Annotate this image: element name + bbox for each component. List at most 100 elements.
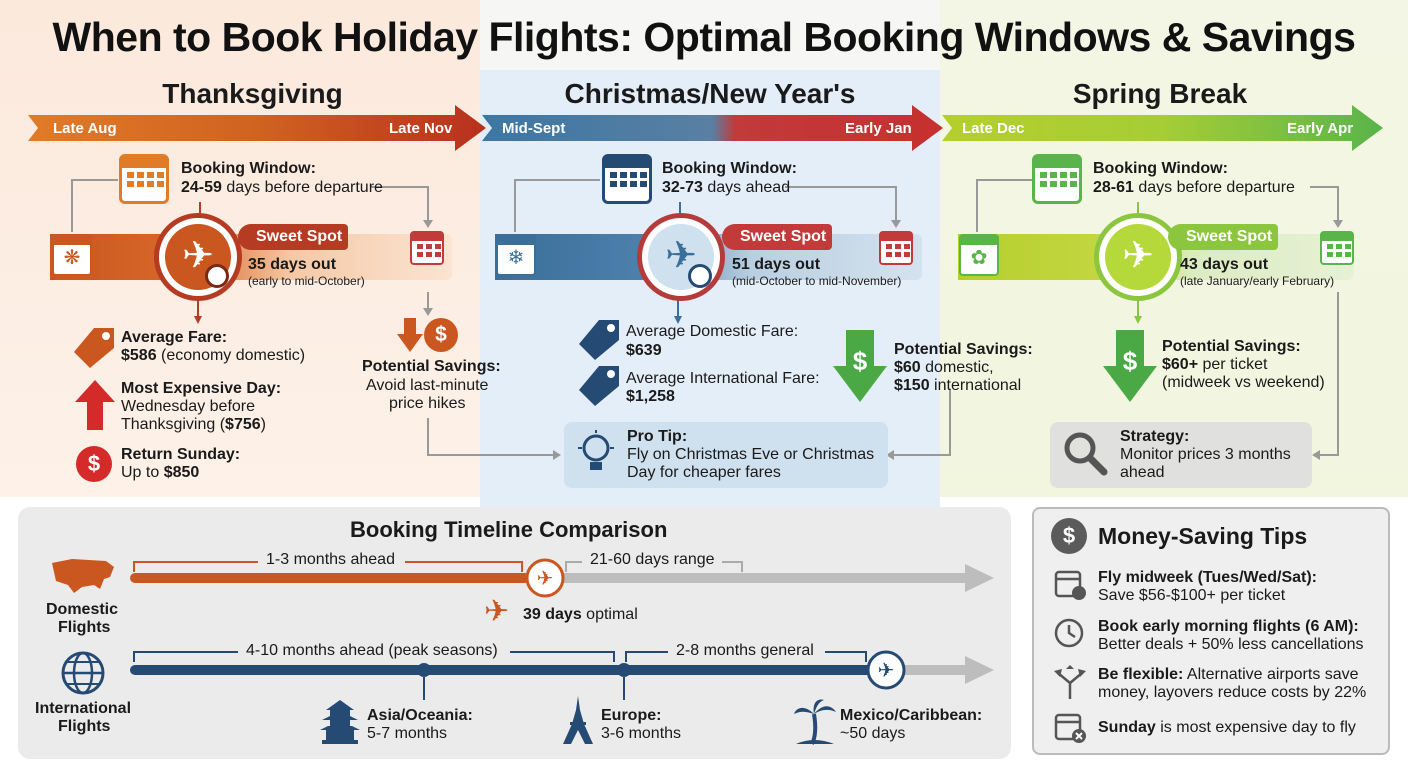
spring-savings-line1: $60+ per ticket	[1162, 356, 1267, 374]
christmas-end-label: Early Jan	[845, 120, 912, 137]
christmas-savings-arrow-icon: $	[833, 330, 887, 402]
thanksgiving-end-label: Late Nov	[389, 120, 453, 137]
intl-label-1: International	[35, 700, 132, 717]
tip-3-bold: Be flexible:	[1098, 666, 1184, 683]
christmas-savings-line1: $60 domestic,	[894, 359, 994, 377]
christmas-intl-value: $1,258	[626, 388, 675, 405]
strategy-line1: Monitor prices 3 months	[1120, 446, 1291, 463]
palm-tree-icon	[794, 699, 836, 745]
thanksgiving-window-text: 24-59 days before departure	[181, 179, 383, 197]
domestic-label-1: Domestic	[46, 601, 119, 618]
small-plane-icon: ✈	[484, 594, 510, 629]
svg-text:$: $	[853, 346, 868, 376]
thanksgiving-return-text: Up to $850	[121, 464, 199, 482]
christmas-sweet-note: (mid-October to mid-November)	[732, 274, 902, 288]
europe-value: 3-6 months	[601, 725, 682, 742]
svg-text:✈: ✈	[537, 566, 554, 590]
thanksgiving-window-rest: days before departure	[221, 179, 383, 196]
christmas-domestic-label: Average Domestic Fare:	[626, 323, 799, 340]
europe-label: Europe:	[601, 707, 662, 724]
svg-text:$: $	[1123, 346, 1138, 376]
christmas-savings-domestic-rest: domestic,	[920, 359, 994, 376]
thanksgiving-fare-note: (economy domestic)	[156, 347, 306, 364]
christmas-window-rest: days ahead	[702, 179, 791, 196]
spring-start-label: Late Dec	[962, 120, 1025, 137]
thanksgiving-fare-label: Average Fare:	[121, 329, 228, 346]
tip-2-bold: Book early morning flights (6 AM):	[1098, 618, 1359, 635]
timeline-graphic: ✈ ✈	[130, 558, 994, 700]
lightbulb-icon	[578, 430, 614, 470]
thanksgiving-fare-text: $586 (economy domestic)	[121, 347, 305, 365]
tip-1-text: Save $56-$100+ per ticket	[1098, 587, 1286, 604]
thanksgiving-window-range: 24-59	[181, 179, 222, 196]
spring-savings-rest: per ticket	[1198, 356, 1268, 373]
thanksgiving-expensive-line2: Thanksgiving ($756)	[121, 416, 266, 434]
strategy-line2: ahead	[1120, 464, 1165, 481]
international-tag-icon	[579, 366, 619, 406]
thanksgiving-sweet-spot-pill: Sweet Spot	[238, 224, 348, 250]
clock-icon	[688, 264, 712, 288]
pagoda-icon	[320, 700, 360, 744]
tip-4-line: Sunday is most expensive day to fly	[1098, 719, 1356, 737]
christmas-savings-intl-rest: international	[929, 377, 1022, 394]
christmas-window-label: Booking Window:	[662, 160, 797, 177]
pro-tip-label: Pro Tip:	[627, 428, 688, 445]
tip-3-text: money, layovers reduce costs by 22%	[1098, 684, 1367, 701]
clock-icon	[205, 264, 229, 288]
thanksgiving-connectors	[71, 179, 561, 460]
svg-text:✈: ✈	[878, 658, 895, 682]
spring-sweet-days: 43 days out	[1180, 256, 1269, 273]
tip-3-line1: Be flexible: Alternative airports save	[1098, 666, 1359, 684]
christmas-title: Christmas/New Year's	[564, 78, 856, 109]
calendar-icon	[119, 154, 169, 204]
mexico-label: Mexico/Caribbean:	[840, 707, 983, 724]
calendar-x-icon	[1054, 713, 1086, 743]
calendar-clock-icon	[1054, 570, 1086, 600]
maple-leaf-calendar-icon: ❋	[52, 234, 92, 276]
snowflake-calendar-icon: ❄	[496, 234, 536, 276]
spring-title: Spring Break	[1072, 78, 1248, 109]
christmas-start-label: Mid-Sept	[502, 120, 566, 137]
christmas-window-text: 32-73 days ahead	[662, 179, 790, 197]
top-bg-middle	[480, 0, 940, 70]
christmas-savings-domestic: $60	[894, 359, 921, 376]
domestic-optimal-value: 39 days	[523, 606, 582, 623]
christmas-red-calendar-icon	[879, 231, 913, 265]
spring-savings-arrow-icon: $	[1103, 330, 1157, 402]
red-calendar-icon	[410, 231, 444, 265]
strategy-label: Strategy:	[1120, 428, 1190, 445]
intl-range-1: 4-10 months ahead (peak seasons)	[246, 642, 498, 659]
spring-savings-value: $60+	[1162, 356, 1199, 373]
thanksgiving-expensive-value: $756	[225, 416, 261, 433]
down-arrow-icon	[397, 318, 423, 352]
thanksgiving-expensive-prefix: Thanksgiving (	[121, 416, 226, 433]
thanksgiving-return-value: $850	[163, 464, 200, 481]
christmas-sweet-days: 51 days out	[732, 256, 821, 273]
spring-window-label: Booking Window:	[1093, 160, 1228, 177]
christmas-plane-badge: ✈	[637, 213, 725, 301]
christmas-savings-line2: $150 international	[894, 377, 1021, 395]
split-arrows-icon	[1054, 665, 1086, 699]
thanksgiving-sweet-note: (early to mid-October)	[248, 274, 365, 288]
spring-plane-badge: ✈	[1094, 213, 1182, 301]
thanksgiving-start-label: Late Aug	[53, 120, 117, 137]
domestic-label-2: Flights	[58, 619, 111, 636]
spring-sweet-spot-pill: Sweet Spot	[1168, 224, 1278, 250]
tip-3-inline: Alternative airports save	[1183, 666, 1359, 683]
spring-savings-label: Potential Savings:	[1162, 338, 1301, 355]
domestic-optimal-rest: optimal	[581, 606, 638, 623]
eiffel-tower-icon	[563, 696, 593, 744]
timeline-title: Booking Timeline Comparison	[350, 517, 668, 542]
spring-sweet-note: (late January/early February)	[1180, 274, 1335, 288]
christmas-intl-label: Average International Fare:	[626, 370, 820, 387]
spring-window-rest: days before departure	[1133, 179, 1295, 196]
usa-map-icon	[52, 559, 114, 593]
spring-end-label: Early Apr	[1287, 120, 1354, 137]
thanksgiving-savings-line2: price hikes	[389, 395, 466, 412]
intl-range-2: 2-8 months general	[676, 642, 814, 659]
dollar-coin-icon: $	[76, 446, 112, 482]
thanksgiving-window-label: Booking Window:	[181, 160, 316, 177]
spring-window-text: 28-61 days before departure	[1093, 179, 1295, 197]
spring-window-range: 28-61	[1093, 179, 1134, 196]
spring-calendar-icon	[1032, 154, 1082, 204]
